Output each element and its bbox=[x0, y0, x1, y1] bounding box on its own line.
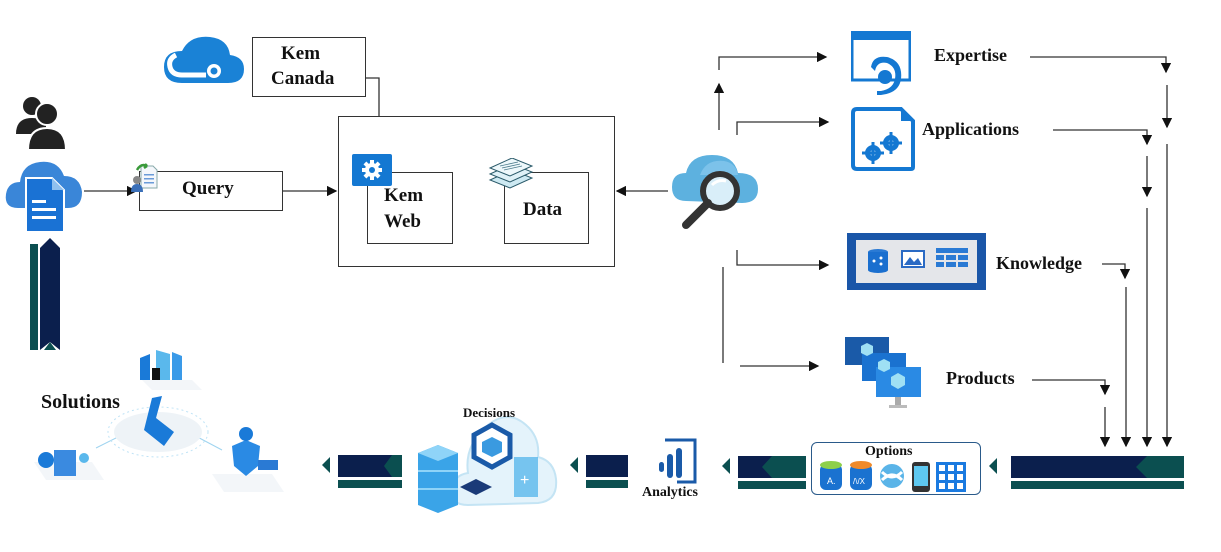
web-app-icon bbox=[850, 30, 912, 95]
decisions-label: Decisions bbox=[463, 405, 515, 420]
arrow-knowledge-down bbox=[1102, 263, 1131, 280]
analytics-label: Analytics bbox=[642, 485, 698, 500]
query-node: Query bbox=[139, 171, 283, 211]
knowledge-label: Knowledge bbox=[996, 253, 1083, 273]
options-node: Options A. /\/X bbox=[811, 442, 981, 495]
storage-panel-icon bbox=[847, 233, 986, 290]
azure-solutions-icon bbox=[32, 350, 292, 500]
decisions-to-solutions-arrow bbox=[322, 455, 402, 489]
arrow-to-expertise bbox=[718, 51, 828, 70]
documents-stack-icon bbox=[488, 157, 534, 190]
cloud-document-icon bbox=[4, 150, 84, 233]
solutions-label: Solutions bbox=[41, 391, 120, 413]
products-label: Products bbox=[946, 368, 1015, 388]
arrow-applications-down bbox=[1053, 129, 1153, 146]
svg-text:/\/X: /\/X bbox=[853, 477, 866, 486]
svg-text:A.: A. bbox=[827, 476, 836, 486]
arrow-expertise-down bbox=[1030, 56, 1172, 74]
data-label: Data bbox=[523, 199, 563, 220]
arrow-to-knowledge bbox=[736, 250, 830, 271]
svg-text:+: + bbox=[520, 472, 529, 489]
cloud-search-icon bbox=[670, 145, 762, 237]
options-label: Options bbox=[865, 444, 913, 459]
kem-canada-node: Kem Canada bbox=[252, 37, 366, 97]
upward-flow-arrow bbox=[30, 238, 64, 350]
collector-flow-arrow bbox=[989, 456, 1184, 490]
gears-document-icon bbox=[851, 107, 915, 171]
applications-label: Applications bbox=[922, 119, 1020, 139]
azure-cloud-link-icon bbox=[162, 33, 246, 87]
power-bi-icon bbox=[655, 438, 699, 484]
virtual-machines-icon bbox=[845, 335, 921, 411]
expertise-label: Expertise bbox=[934, 45, 1007, 65]
options-to-analytics-arrow bbox=[722, 456, 806, 490]
kem-canada-label-line2: Canada bbox=[271, 68, 335, 89]
kem-web-label-line2: Web bbox=[384, 211, 421, 232]
arrow-products-down bbox=[1032, 379, 1111, 396]
query-label: Query bbox=[182, 178, 234, 199]
user-document-icon bbox=[129, 162, 159, 192]
analytics-to-decisions-arrow bbox=[570, 455, 628, 489]
gear-icon bbox=[352, 154, 392, 186]
users-icon bbox=[12, 92, 72, 152]
kem-canada-label-line1: Kem bbox=[281, 43, 321, 64]
kem-web-label-line1: Kem bbox=[384, 185, 424, 206]
arrow-to-applications bbox=[736, 116, 830, 135]
services-icon: A. /\/X bbox=[820, 460, 972, 492]
cloud-infrastructure-icon: + bbox=[408, 405, 568, 515]
